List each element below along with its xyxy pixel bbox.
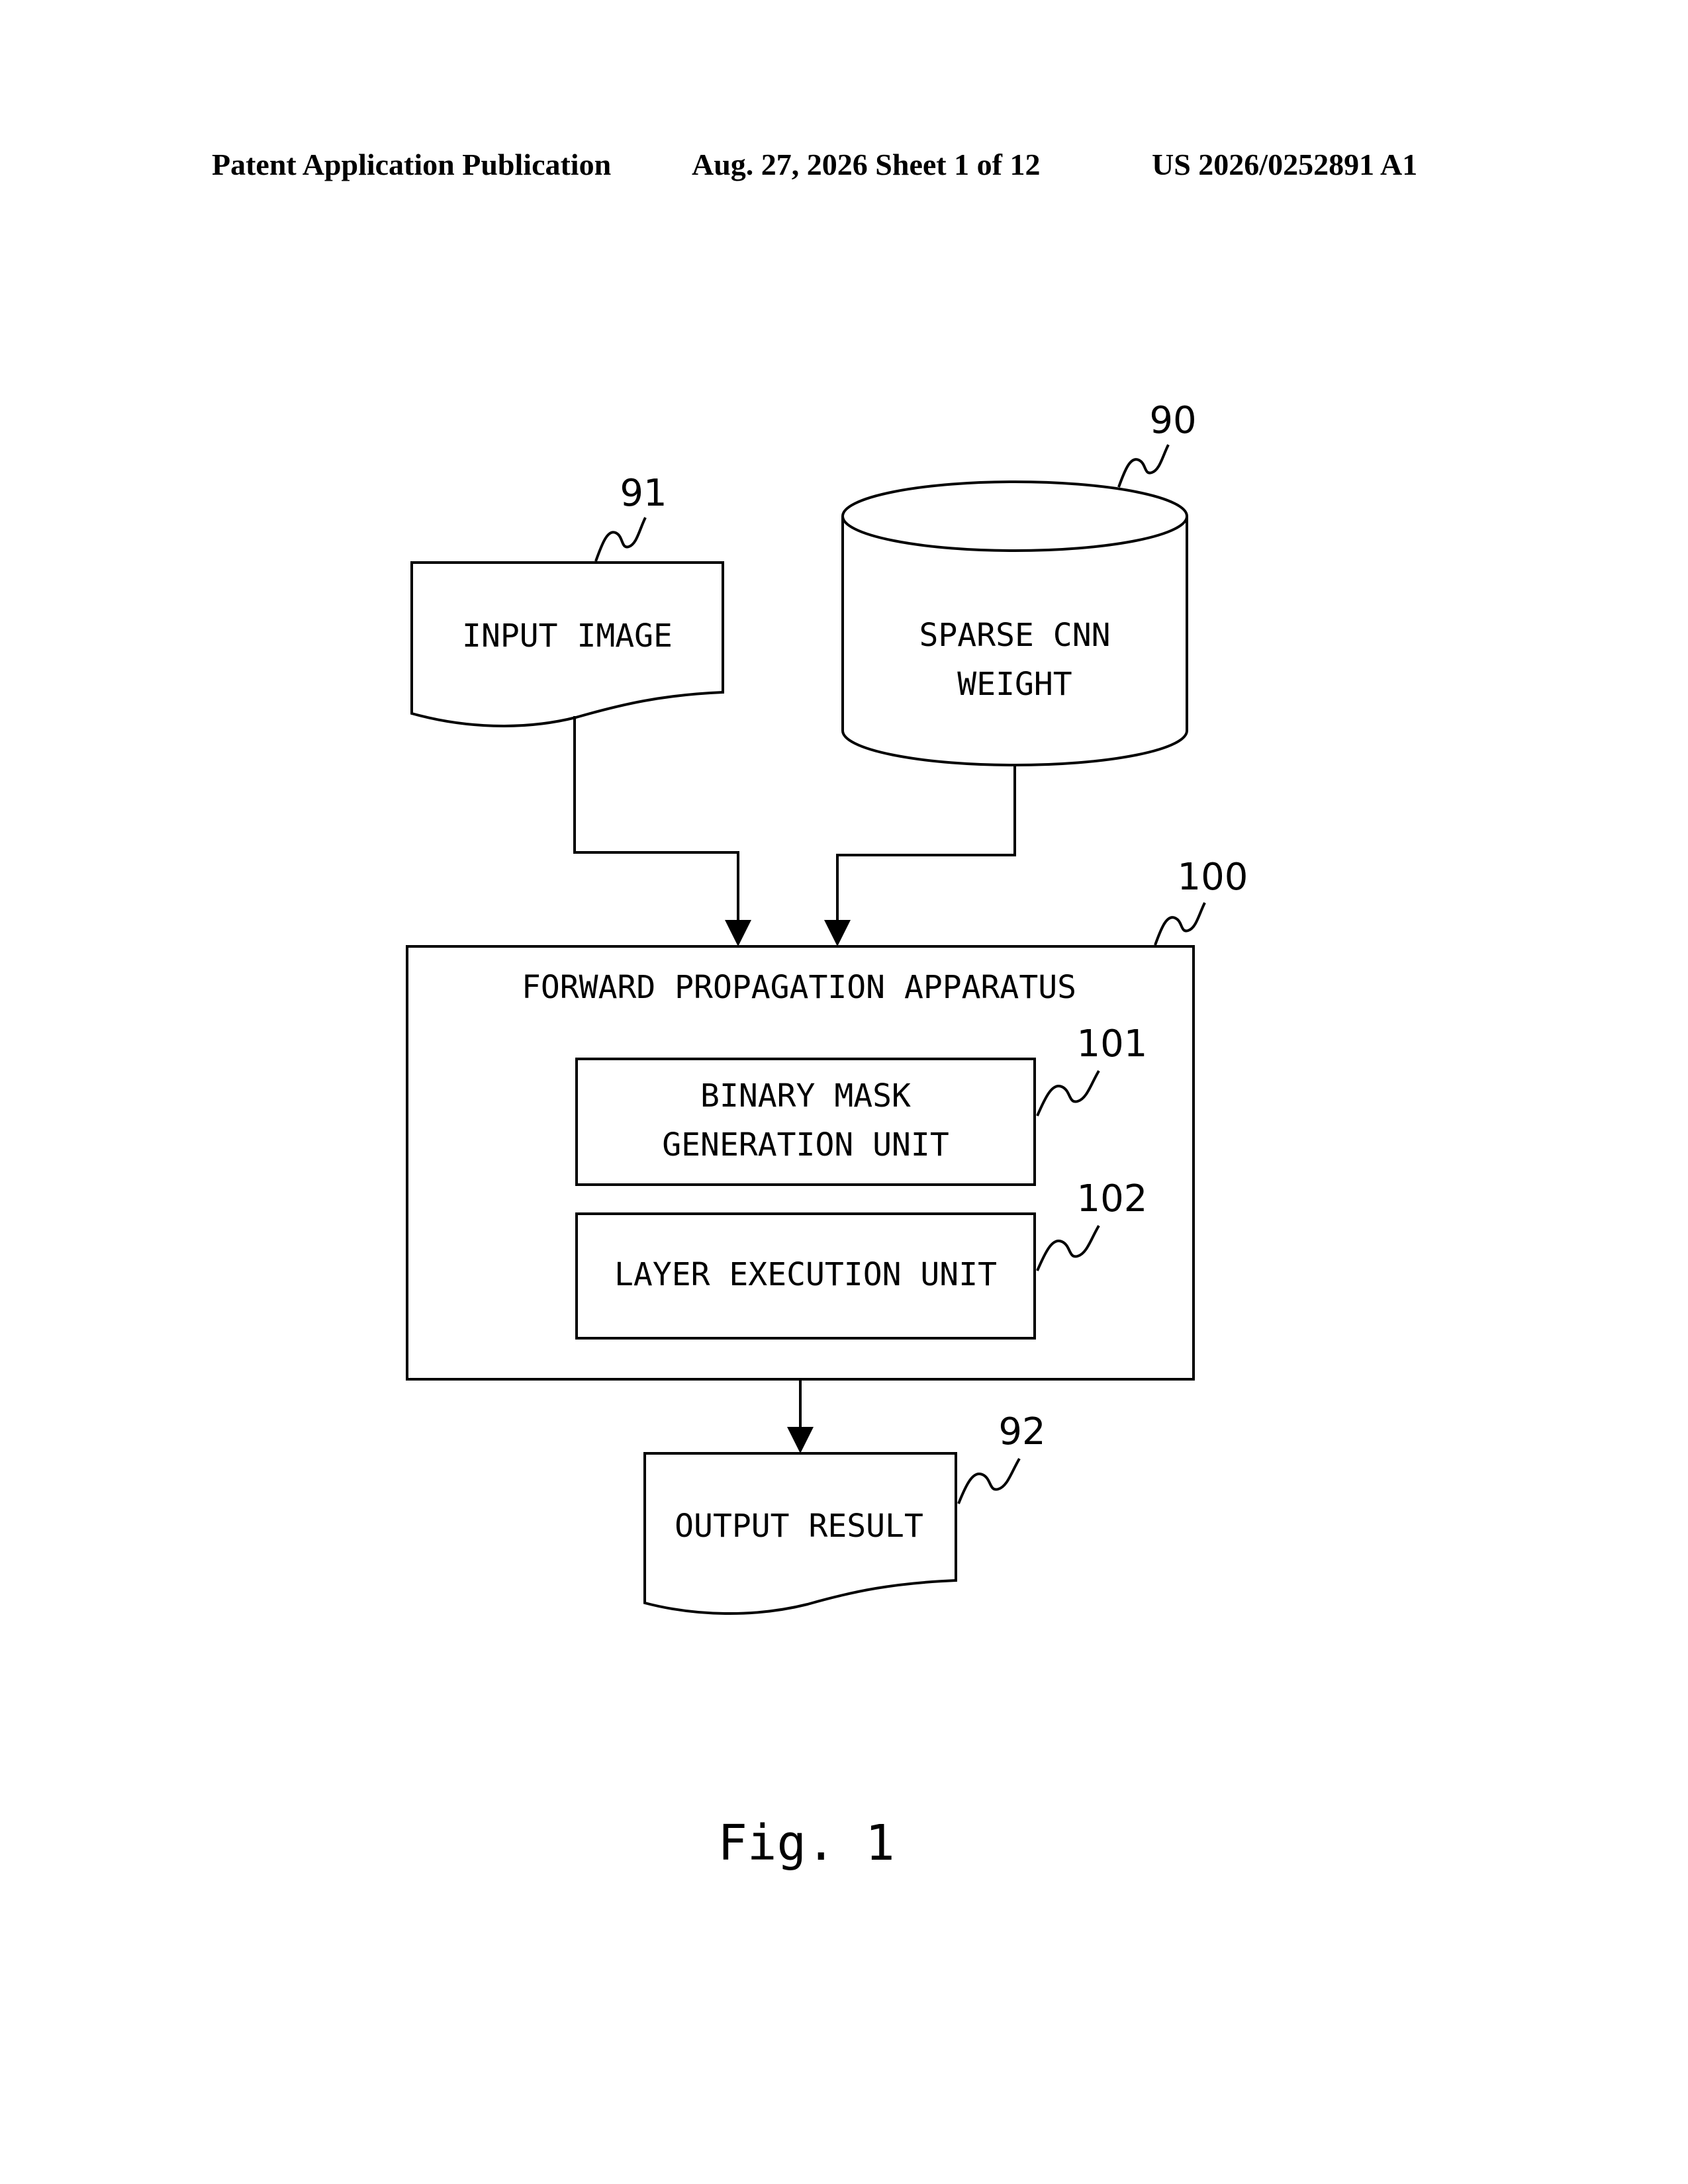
ref-numeral-100: 100 (1178, 856, 1248, 899)
leader-line-102 (1037, 1226, 1099, 1271)
forward-propagation-apparatus-label: FORWARD PROPAGATION APPARATUS (522, 969, 1076, 1006)
ref-numeral-101: 101 (1077, 1023, 1148, 1066)
figure-caption: Fig. 1 (718, 1815, 894, 1872)
leader-line-91 (596, 518, 645, 561)
ref-numeral-102: 102 (1077, 1177, 1148, 1220)
output-result-label: OUTPUT RESULT (675, 1508, 923, 1545)
ref-numeral-90: 90 (1149, 399, 1196, 442)
ref-numeral-92: 92 (998, 1410, 1045, 1453)
leader-line-100 (1155, 903, 1205, 945)
leader-line-101 (1037, 1071, 1099, 1116)
binary-mask-label-line1: BINARY MASK (700, 1077, 911, 1115)
layer-execution-unit-label: LAYER EXECUTION UNIT (614, 1256, 997, 1293)
input-image-label: INPUT IMAGE (462, 617, 673, 655)
sparse-cnn-weight-label-line2: WEIGHT (957, 666, 1072, 703)
ref-numeral-91: 91 (620, 472, 667, 515)
binary-mask-label-line2: GENERATION UNIT (662, 1126, 949, 1163)
leader-line-90 (1119, 445, 1168, 487)
sparse-cnn-weight-label-line1: SPARSE CNN (919, 617, 1111, 654)
arrow-weight-to-apparatus (837, 765, 1015, 944)
leader-line-92 (959, 1459, 1019, 1504)
arrow-input-to-apparatus (575, 716, 738, 944)
